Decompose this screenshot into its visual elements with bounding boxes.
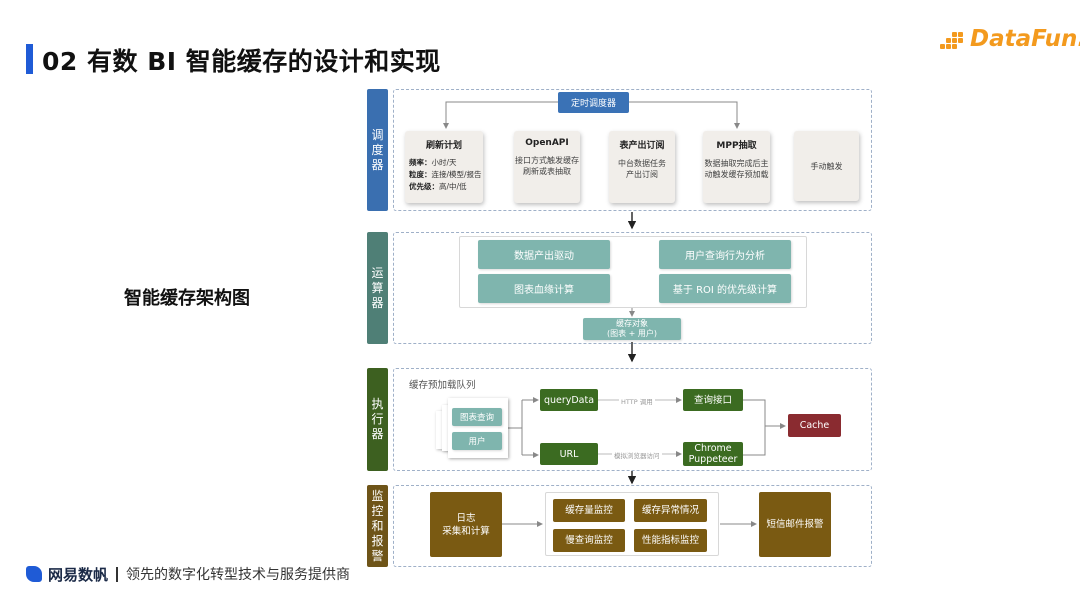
chrome-puppeteer-box: Chrome Puppeteer <box>683 442 743 466</box>
card-line: 动触发缓存预加载 <box>704 170 769 179</box>
queue-item-chart-query: 图表查询 <box>452 408 502 426</box>
logo-dots-icon <box>938 32 968 52</box>
executor-layer-tab: 执 行 器 <box>367 368 388 471</box>
footer-divider <box>116 566 119 582</box>
title-accent-bar <box>26 44 33 74</box>
datafun-logo: DataFun. <box>938 24 1080 60</box>
scheduler-layer-tab: 调 度 器 <box>367 89 388 211</box>
cache-object-subtitle: (图表 + 用户) <box>606 329 658 338</box>
table-subscription-card: 表产出订阅 中台数据任务 产出订阅 <box>609 131 675 203</box>
monitor-layer-tab: 监 控 和 报 警 <box>367 485 388 567</box>
card-kv-row: 频率：小时/天 <box>409 158 457 167</box>
monitor-layer-label: 监 控 和 报 警 <box>371 488 384 563</box>
card-title: MPP抽取 <box>716 141 757 151</box>
cache-object-title: 缓存对象 <box>616 319 648 328</box>
card-line: 产出订阅 <box>626 170 658 179</box>
scheduler-layer-frame <box>393 89 872 211</box>
executor-layer-label: 执 行 器 <box>371 397 384 441</box>
logo-text: DataFun. <box>970 26 1080 52</box>
cache-volume-monitor-box: 缓存量监控 <box>553 499 625 522</box>
netease-logo-icon <box>26 566 42 582</box>
footer-slogan: 领先的数字化转型技术与服务提供商 <box>126 567 351 583</box>
queue-item-user: 用户 <box>452 432 502 450</box>
timer-scheduler-box: 定时调度器 <box>558 92 629 113</box>
scheduler-layer-label: 调 度 器 <box>371 127 384 172</box>
mpp-extract-card: MPP抽取 数据抽取完成后主 动触发缓存预加载 <box>703 131 770 203</box>
card-kv-row: 优先级：高/中/低 <box>409 182 467 191</box>
card-kv-row: 粒度：连接/模型/报告 <box>409 170 482 179</box>
url-box: URL <box>540 443 598 465</box>
http-call-label: HTTP 调用 <box>619 396 655 406</box>
operator-group-frame <box>459 236 807 308</box>
card-line: 接口方式触发缓存 <box>515 156 579 165</box>
performance-monitor-box: 性能指标监控 <box>634 529 707 552</box>
browser-access-label: 模拟浏览器访问 <box>612 450 662 460</box>
card-line: 手动触发 <box>810 161 843 171</box>
slow-query-monitor-box: 慢查询监控 <box>553 529 625 552</box>
log-collect-box: 日志 采集和计算 <box>430 492 502 557</box>
cache-exception-box: 缓存异常情况 <box>634 499 707 522</box>
data-output-driven-box: 数据产出驱动 <box>478 240 610 269</box>
manual-trigger-card: 手动触发 <box>794 131 859 201</box>
user-query-analysis-box: 用户查询行为分析 <box>659 240 791 269</box>
footer: 网易数帆 领先的数字化转型技术与服务提供商 <box>26 562 350 586</box>
executor-layer-frame <box>393 368 872 471</box>
timer-to-mpp-line <box>629 101 740 129</box>
monitor-layer-frame <box>393 485 872 567</box>
query-api-box: 查询接口 <box>683 389 743 411</box>
monitor-group-frame <box>545 492 719 556</box>
preload-queue-label: 缓存预加载队列 <box>409 380 476 391</box>
footer-brand: 网易数帆 <box>48 565 109 584</box>
roi-priority-box: 基于 ROI 的优先级计算 <box>659 274 791 303</box>
cache-box: Cache <box>788 414 841 437</box>
timer-to-refresh-plan-line <box>443 101 558 129</box>
refresh-plan-card: 刷新计划 频率：小时/天 粒度：连接/模型/报告 优先级：高/中/低 <box>405 131 483 203</box>
page-title: 02 有数 BI 智能缓存的设计和实现 <box>42 47 441 76</box>
chart-lineage-box: 图表血缘计算 <box>478 274 610 303</box>
card-title: 刷新计划 <box>425 141 462 151</box>
openapi-card: OpenAPI 接口方式触发缓存 刷新或表抽取 <box>514 131 580 203</box>
card-title: OpenAPI <box>525 138 569 148</box>
operator-layer-tab: 运 算 器 <box>367 232 388 344</box>
card-title: 表产出订阅 <box>619 141 665 151</box>
querydata-box: queryData <box>540 389 598 411</box>
card-line: 刷新或表抽取 <box>523 167 571 176</box>
card-line: 数据抽取完成后主 <box>704 159 769 168</box>
card-line: 中台数据任务 <box>618 159 666 168</box>
diagram-caption: 智能缓存架构图 <box>124 288 250 309</box>
operator-layer-label: 运 算 器 <box>371 265 384 310</box>
sms-email-alert-box: 短信邮件报警 <box>759 492 831 557</box>
cache-object-box: 缓存对象 (图表 + 用户) <box>583 318 681 340</box>
operator-layer-frame <box>393 232 872 344</box>
